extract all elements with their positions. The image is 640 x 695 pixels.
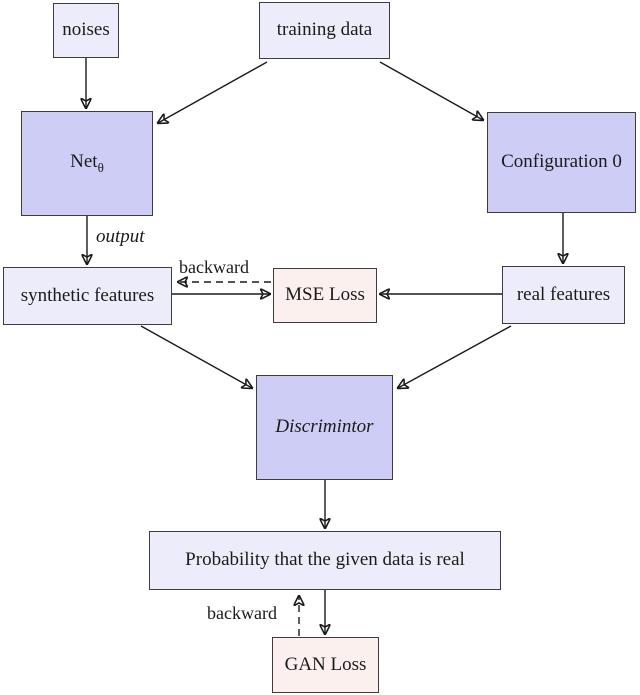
node-mse-loss-label: MSE Loss xyxy=(285,284,365,306)
node-gan-loss-label: GAN Loss xyxy=(284,653,367,675)
node-configuration-0: Configuration 0 xyxy=(487,112,636,213)
node-synthetic-features: synthetic features xyxy=(3,267,172,325)
node-real-features: real features xyxy=(502,266,625,324)
node-noises-label: noises xyxy=(62,19,110,41)
node-discriminator: Discrimintor xyxy=(256,375,393,480)
node-mse-loss: MSE Loss xyxy=(273,268,377,323)
node-training-data-label: training data xyxy=(276,19,373,41)
node-gan-loss: GAN Loss xyxy=(272,637,379,693)
edge-label-output: output xyxy=(96,226,145,247)
node-noises: noises xyxy=(53,3,119,58)
node-net-label: Netθ xyxy=(70,150,104,175)
node-real-features-label: real features xyxy=(516,283,611,305)
node-net: Netθ xyxy=(21,111,153,216)
arrow-synthetic-features-to-discriminator xyxy=(140,325,252,388)
node-discriminator-label: Discrimintor xyxy=(275,416,374,438)
node-probability: Probability that the given data is real xyxy=(149,531,501,590)
arrow-trainingdata-to-configuration0 xyxy=(379,61,483,120)
arrow-real-features-to-discriminator xyxy=(398,325,512,388)
node-net-subscript: θ xyxy=(97,159,104,175)
node-configuration-0-label: Configuration 0 xyxy=(501,151,622,173)
node-synthetic-features-label: synthetic features xyxy=(20,284,155,306)
edge-label-backward-gan: backward xyxy=(207,603,277,623)
edge-label-backward-mse: backward xyxy=(179,257,249,277)
node-probability-label: Probability that the given data is real xyxy=(185,549,465,571)
arrow-trainingdata-to-net xyxy=(158,61,268,123)
node-training-data: training data xyxy=(259,2,390,59)
